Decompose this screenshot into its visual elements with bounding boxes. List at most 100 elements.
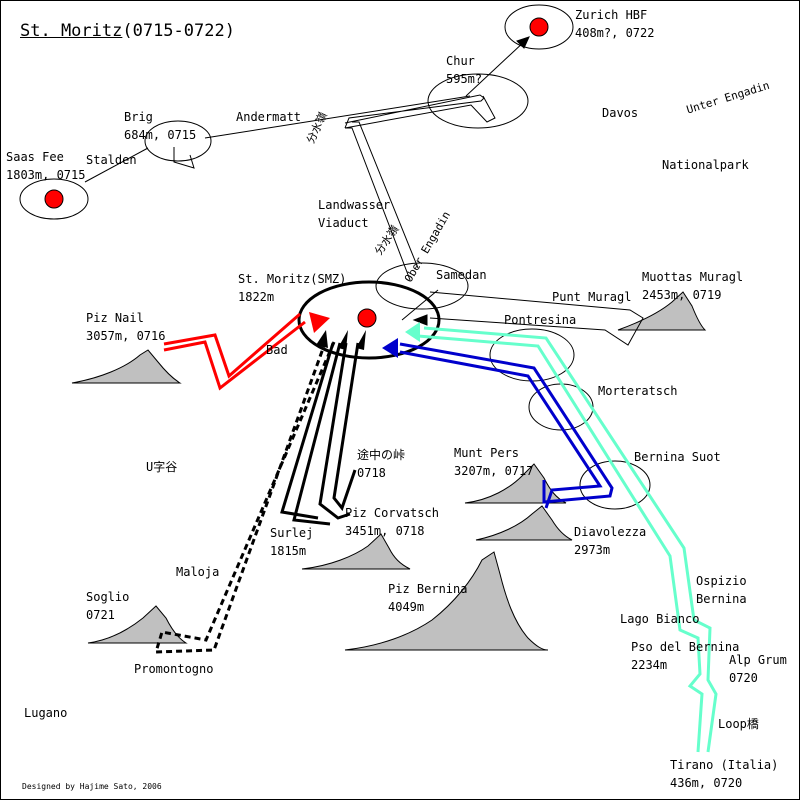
label-munt-pers: Munt Pers 3207m, 0717 (454, 444, 533, 480)
piz-bernina-mountain (344, 551, 549, 651)
title-dates: (0715-0722) (122, 21, 235, 41)
ospizio-detail: Bernina (696, 592, 747, 606)
label-tirano: Tirano (Italia) 436m, 0720 (670, 756, 778, 792)
piz-corvatsch-mountain (301, 533, 411, 570)
piz-bernina-name: Piz Bernina (388, 582, 468, 596)
label-morteratsch: Morteratsch (598, 384, 678, 398)
munt-pers-detail: 3207m, 0717 (454, 464, 534, 478)
label-soglio: Soglio 0721 (86, 588, 129, 624)
chur-stmoritz-route-b (345, 127, 411, 281)
saas-fee-marker (44, 189, 64, 209)
pso-bernina-name: Pso del Bernina (631, 640, 740, 654)
tochu-name: 途中の峠 (357, 448, 406, 462)
corvatsch-detail: 3451m, 0718 (345, 524, 425, 538)
tirano-name: Tirano (Italia) (670, 758, 779, 772)
st-moritz-detail: 1822m (238, 290, 275, 304)
diavolezza-mountain (475, 505, 573, 541)
muottas-muragl-mountain (617, 291, 707, 331)
zurich-detail: 408m?, 0722 (575, 26, 655, 40)
chur-stmoritz-route-c (352, 121, 419, 269)
map-title: St. Moritz(0715-0722) (20, 20, 235, 42)
bernina-route-up (417, 326, 718, 753)
soglio-name: Soglio (86, 590, 130, 604)
label-stalden: Stalden (86, 153, 137, 167)
piz-nail-route (163, 312, 330, 391)
chur-name: Chur (446, 54, 475, 68)
brig-chur-line (204, 95, 471, 139)
label-lago-bianco: Lago Bianco (620, 612, 700, 626)
alp-grum-name: Alp Grum (729, 653, 787, 667)
samedan-ellipse (375, 262, 469, 310)
bernina-up-arrowhead (405, 322, 420, 342)
label-punt-muragl: Punt Muragl (552, 290, 632, 304)
label-ospizio: Ospizio Bernina (696, 572, 747, 608)
route-lines (84, 36, 644, 346)
ospizio-name: Ospizio (696, 574, 747, 588)
label-andermatt: Andermatt (236, 110, 302, 124)
saas-fee-brig-line (84, 147, 149, 183)
label-davos: Davos (602, 106, 639, 120)
chur-zurich-line (465, 39, 527, 97)
diavolezza-arrowhead (382, 338, 398, 358)
title-main: St. Moritz (20, 21, 123, 41)
chur-detail: 595m? (446, 72, 483, 86)
saas-fee-detail: 1803m, 0715 (6, 168, 86, 182)
label-piz-bernina: Piz Bernina 4049m (388, 580, 467, 616)
label-brig: Brig 684m, 0715 (124, 108, 196, 144)
chur-stmoritz-route (344, 94, 485, 129)
corvatsch-route (280, 342, 360, 526)
town-markers (44, 17, 549, 328)
piz-nail-name: Piz Nail (86, 311, 144, 325)
chur-zurich-arrowhead (516, 36, 530, 49)
zurich-name: Zurich HBF (575, 8, 648, 22)
corvatsch-arrowhead-a (356, 330, 366, 350)
label-samedan: Samedan (436, 268, 487, 282)
diavolezza-detail: 2973m (574, 543, 611, 557)
diavolezza-name: Diavolezza (574, 525, 647, 539)
label-zurich: Zurich HBF 408m?, 0722 (575, 6, 654, 42)
label-u-valley: U字谷 (146, 460, 178, 474)
chur-stmoritz-route-a (344, 95, 496, 129)
alp-grum-detail: 0720 (729, 671, 758, 685)
muottas-detail: 2453m, 0719 (642, 288, 722, 302)
st-moritz-name: St. Moritz(SMZ) (238, 272, 347, 286)
label-landwasser: Landwasser Viaduct (318, 196, 390, 232)
munt-pers-mountain (464, 463, 567, 504)
saas-fee-name: Saas Fee (6, 150, 64, 164)
label-diavolezza: Diavolezza 2973m (574, 523, 646, 559)
bernina-suot-ellipse (579, 460, 651, 510)
brig-detail: 684m, 0715 (124, 128, 197, 142)
muottas-loop (429, 291, 644, 346)
soglio-arrowhead (316, 330, 328, 348)
surlej-name: Surlej (270, 526, 314, 540)
samedan-tick (401, 289, 439, 321)
brig-ellipse (144, 120, 212, 162)
munt-pers-name: Munt Pers (454, 446, 520, 460)
label-alp-grum: Alp Grum 0720 (729, 651, 787, 687)
label-bernina-suot: Bernina Suot (634, 450, 721, 464)
tirano-detail: 436m, 0720 (670, 776, 743, 790)
piz-nail-mountain (71, 349, 182, 384)
muottas-arrowhead (412, 314, 428, 326)
label-st-moritz: St. Moritz(SMZ) 1822m (238, 270, 346, 306)
piz-nail-detail: 3057m, 0716 (86, 329, 166, 343)
soglio-route (153, 341, 336, 654)
label-corvatsch: Piz Corvatsch 3451m, 0718 (345, 504, 439, 540)
zurich-ellipse (504, 4, 574, 50)
pso-bernina-detail: 2234m (631, 658, 668, 672)
piz-bernina-detail: 4049m (388, 600, 425, 614)
label-promontogno: Promontogno (134, 662, 214, 676)
st-moritz-marker (357, 308, 377, 328)
brig-hook (173, 147, 195, 169)
corvatsch-name: Piz Corvatsch (345, 506, 439, 520)
corvatsch-arrowhead-b (338, 330, 348, 350)
brig-name: Brig (124, 110, 153, 124)
credit-text: Designed by Hajime Sato, 2006 (22, 782, 162, 791)
saas-fee-ellipse (19, 178, 89, 220)
label-tochu: 途中の峠 0718 (357, 446, 405, 482)
landwasser-detail: Viaduct (318, 216, 369, 230)
label-muottas: Muottas Muragl 2453m, 0719 (642, 268, 743, 304)
surlej-detail: 1815m (270, 544, 307, 558)
